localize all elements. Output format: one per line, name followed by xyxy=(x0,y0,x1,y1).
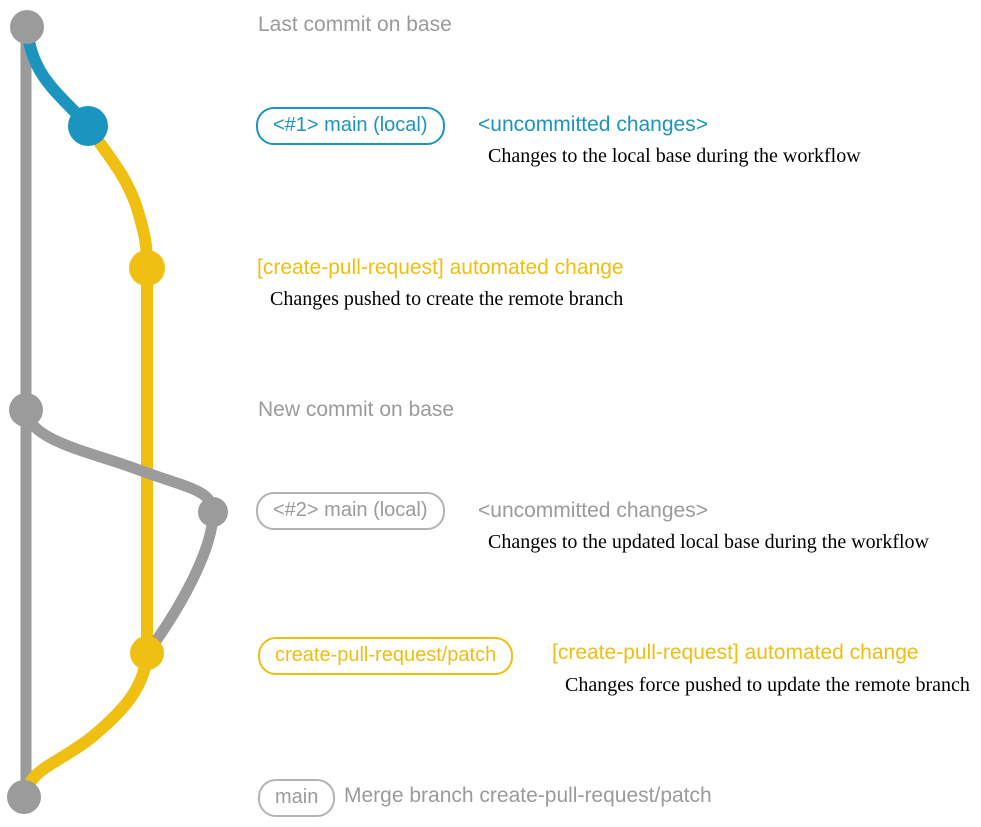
caption-local-base-changes: Changes to the local base during the wor… xyxy=(488,145,861,167)
commit-node-local-1 xyxy=(68,106,108,146)
commit-node-merge xyxy=(7,780,41,814)
label-automated-change-2: [create-pull-request] automated change xyxy=(552,641,919,664)
branch-badge-main-local-1: <#1> main (local) xyxy=(256,107,445,145)
label-uncommitted-changes-2: <uncommitted changes> xyxy=(478,499,708,522)
caption-changes-force-pushed: Changes force pushed to update the remot… xyxy=(565,674,970,696)
caption-updated-local-base-changes: Changes to the updated local base during… xyxy=(488,531,929,553)
label-merge-branch: Merge branch create-pull-request/patch xyxy=(344,784,712,807)
commit-node-patch-2 xyxy=(130,636,164,670)
label-last-commit-on-base: Last commit on base xyxy=(258,13,452,36)
branch-badge-main: main xyxy=(258,779,336,817)
branch-badge-patch: create-pull-request/patch xyxy=(258,637,514,675)
commit-node-local-2 xyxy=(198,497,228,527)
label-automated-change-1: [create-pull-request] automated change xyxy=(257,256,624,279)
commit-node-base-new xyxy=(9,393,43,427)
branch-badge-main-local-2: <#2> main (local) xyxy=(256,492,445,530)
label-uncommitted-changes-1: <uncommitted changes> xyxy=(478,113,708,136)
base-update-branch-line xyxy=(20,406,219,658)
label-new-commit-on-base: New commit on base xyxy=(258,398,455,421)
commit-node-base-tip xyxy=(10,10,44,44)
caption-changes-pushed: Changes pushed to create the remote bran… xyxy=(270,288,624,310)
git-graph xyxy=(7,10,228,814)
commit-node-patch-1 xyxy=(129,250,165,286)
